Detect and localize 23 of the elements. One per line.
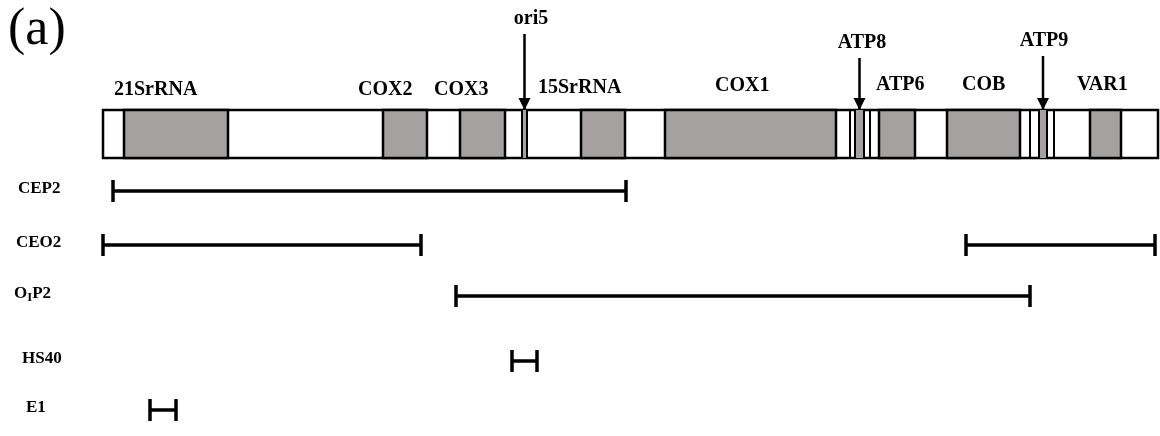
track-label: E1: [26, 396, 46, 418]
gene-label: COX1: [715, 72, 770, 97]
track-label: O$_{I}$P2: [14, 282, 52, 304]
gene-label: ATP9: [1012, 24, 1076, 54]
gene-label: 21SrRNA: [114, 76, 198, 101]
gene-label: ori5: [502, 2, 560, 32]
gene-label: ATP8: [830, 26, 894, 56]
track-label: CEO2: [16, 231, 62, 253]
gene-segment: [854, 110, 865, 158]
track-label: HS40: [22, 347, 62, 369]
gene-segment: [521, 110, 528, 158]
leader-arrow: [1036, 56, 1050, 110]
leader-arrow: [518, 34, 531, 110]
leader-arrow: [853, 58, 866, 110]
gene-label: COX3: [434, 76, 489, 101]
gene-segment: [1038, 110, 1048, 158]
gene-label: ATP6: [876, 71, 925, 96]
gene-label: 15SrRNA: [538, 74, 622, 99]
track-label: CEP2: [18, 177, 61, 199]
gene-label: VAR1: [1077, 71, 1128, 96]
panel-label: (a): [8, 0, 66, 57]
gene-label: COB: [962, 71, 1006, 96]
gene-label: COX2: [358, 76, 413, 101]
